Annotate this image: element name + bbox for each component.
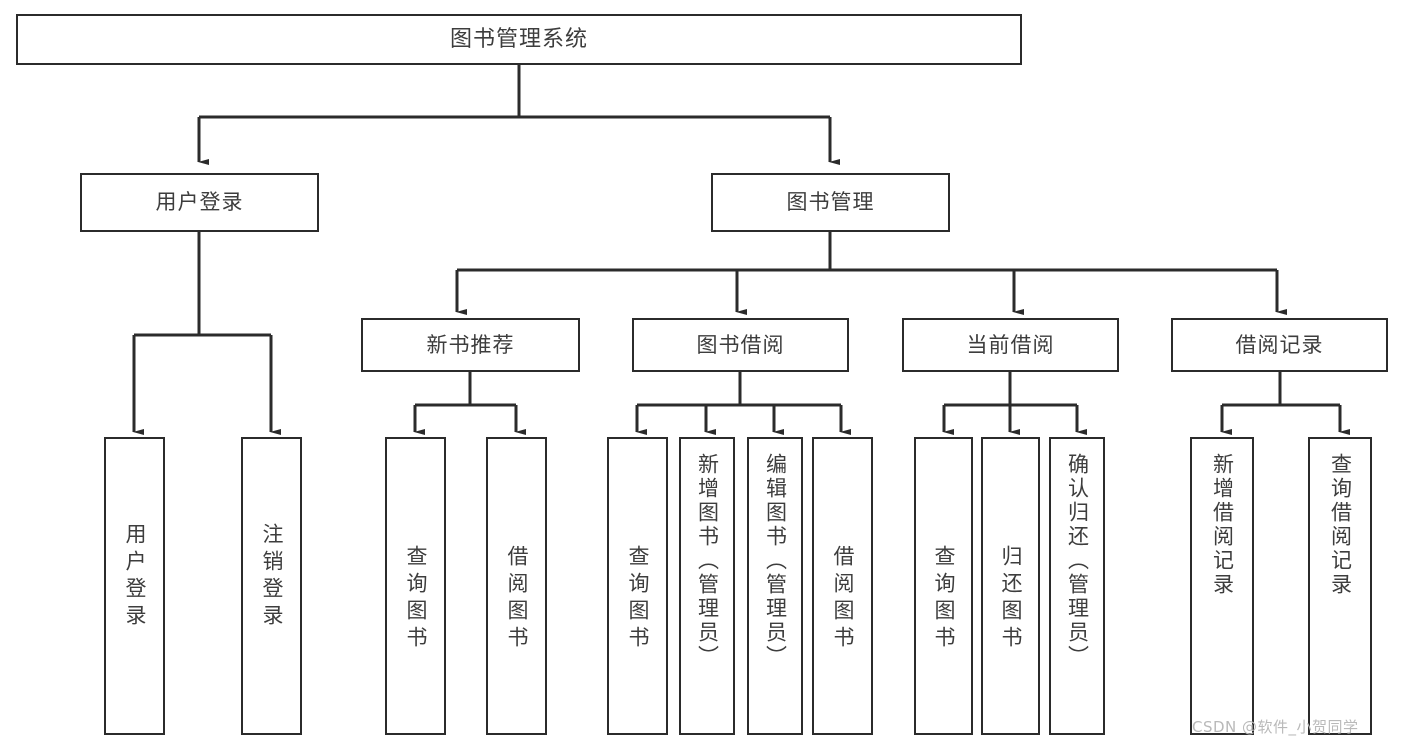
node-leaf-query-book-1-label: 查询图书 (404, 545, 428, 653)
node-borrow-record-label: 借阅记录 (1235, 332, 1324, 357)
node-leaf-edit-book[interactable]: 编辑图书（管理员） (747, 437, 803, 735)
node-leaf-borrow-book-1-label: 借阅图书 (505, 545, 529, 653)
node-book-borrow[interactable]: 图书借阅 (632, 318, 849, 372)
node-leaf-add-record-label: 新增借阅记录 (1210, 453, 1235, 597)
node-new-book-recommend[interactable]: 新书推荐 (361, 318, 580, 372)
node-leaf-add-record[interactable]: 新增借阅记录 (1190, 437, 1254, 735)
node-book-borrow-label: 图书借阅 (696, 332, 785, 357)
node-leaf-borrow-book-1[interactable]: 借阅图书 (486, 437, 547, 735)
node-root[interactable]: 图书管理系统 (16, 14, 1022, 65)
node-root-label: 图书管理系统 (449, 26, 588, 52)
node-leaf-query-record-label: 查询借阅记录 (1328, 453, 1353, 597)
node-leaf-query-book-3-label: 查询图书 (932, 545, 956, 653)
node-book-manage-label: 图书管理 (786, 190, 875, 215)
node-leaf-return-book-label: 归还图书 (999, 545, 1023, 653)
node-leaf-confirm-return-label: 确认归还（管理员） (1065, 453, 1090, 669)
node-leaf-return-book[interactable]: 归还图书 (981, 437, 1040, 735)
node-user-login-label: 用户登录 (155, 190, 244, 215)
node-leaf-borrow-book-2-label: 借阅图书 (831, 545, 855, 653)
node-leaf-edit-book-label: 编辑图书（管理员） (763, 453, 788, 669)
node-leaf-add-book[interactable]: 新增图书（管理员） (679, 437, 735, 735)
node-user-login[interactable]: 用户登录 (80, 173, 319, 232)
node-leaf-user-login[interactable]: 用户登录 (104, 437, 165, 735)
node-leaf-query-record[interactable]: 查询借阅记录 (1308, 437, 1372, 735)
node-leaf-add-book-label: 新增图书（管理员） (695, 453, 720, 669)
node-borrow-record[interactable]: 借阅记录 (1171, 318, 1388, 372)
node-book-manage[interactable]: 图书管理 (711, 173, 950, 232)
node-current-borrow[interactable]: 当前借阅 (902, 318, 1119, 372)
node-new-book-recommend-label: 新书推荐 (426, 332, 515, 357)
node-leaf-query-book-1[interactable]: 查询图书 (385, 437, 446, 735)
node-leaf-user-login-label: 用户登录 (123, 523, 147, 631)
csdn-watermark: CSDN @软件_小贺同学 (1192, 718, 1359, 736)
node-leaf-query-book-3[interactable]: 查询图书 (914, 437, 973, 735)
node-leaf-confirm-return[interactable]: 确认归还（管理员） (1049, 437, 1105, 735)
node-leaf-user-logout[interactable]: 注销登录 (241, 437, 302, 735)
node-leaf-borrow-book-2[interactable]: 借阅图书 (812, 437, 873, 735)
node-current-borrow-label: 当前借阅 (966, 332, 1055, 357)
node-leaf-query-book-2-label: 查询图书 (626, 545, 650, 653)
node-leaf-user-logout-label: 注销登录 (260, 523, 284, 631)
node-leaf-query-book-2[interactable]: 查询图书 (607, 437, 668, 735)
